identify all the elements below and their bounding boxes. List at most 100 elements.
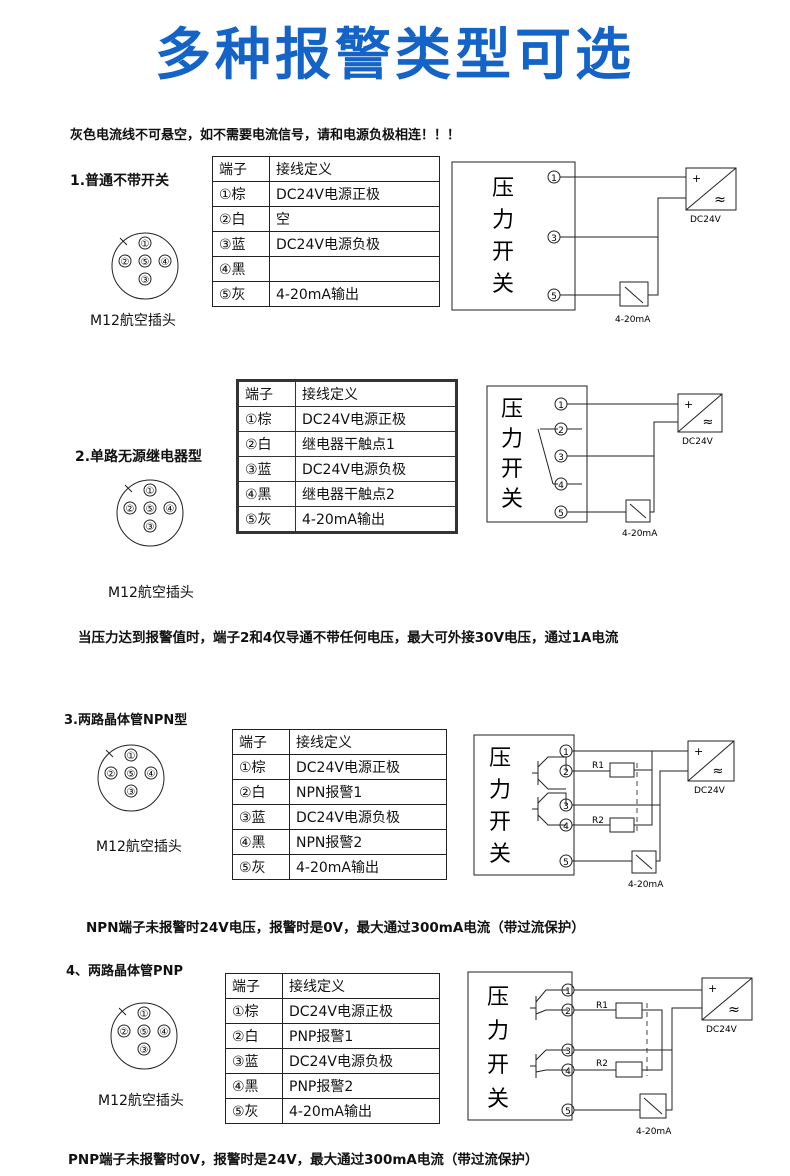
switch-label: 开: [489, 810, 511, 835]
section-2-note: 当压力达到报警值时，端子2和4仅导通不带任何电压，最大可外接30V电压，通过1A…: [78, 630, 619, 646]
section-1-title: 1.普通不带开关: [70, 173, 170, 189]
table-cell: DC24V电源正极: [289, 754, 447, 780]
psu-plus: +: [694, 745, 703, 758]
connector-pin: ③: [127, 787, 136, 798]
table-header-cell: 接线定义: [269, 156, 440, 182]
connector-pin: ②: [126, 504, 135, 515]
terminal-label: 1: [551, 174, 557, 184]
table-cell: NPN报警1: [289, 779, 447, 805]
connector-pin: ①: [146, 486, 155, 497]
table-cell: [269, 256, 440, 282]
switch-label: 压: [492, 176, 514, 201]
terminal-label: 2: [558, 426, 564, 436]
resistor-label: R2: [596, 1059, 608, 1069]
table-cell: 继电器干触点1: [295, 431, 457, 457]
terminal-label: 5: [565, 1107, 571, 1117]
psu-ac-symbol: ≈: [713, 764, 724, 779]
meter-label: 4-20mA: [622, 529, 658, 539]
switch-label: 关: [492, 272, 514, 297]
terminal-label: 3: [565, 1047, 571, 1057]
table-cell: ③蓝: [237, 456, 296, 482]
terminal-label: 2: [565, 1007, 571, 1017]
meter-label: 4-20mA: [615, 315, 651, 325]
page-title: 多种报警类型可选: [155, 23, 635, 88]
switch-label: 力: [487, 1019, 509, 1044]
table-cell: 4-20mA输出: [289, 854, 447, 880]
table-cell: DC24V电源正极: [269, 181, 440, 207]
connector-icon: ① ② ⑤ ④ ③: [116, 479, 184, 547]
connector-icon: ① ② ⑤ ④ ③: [110, 1002, 178, 1070]
connector-pin: ②: [121, 257, 130, 268]
table-cell: ②白: [225, 1023, 283, 1049]
table-cell: ⑤灰: [212, 281, 270, 307]
psu-ac-symbol: ≈: [714, 192, 726, 208]
table-row: ②白空: [212, 206, 440, 232]
table-cell: NPN报警2: [289, 829, 447, 855]
table-cell: ④黑: [212, 256, 270, 282]
connector-pin: ②: [107, 769, 116, 780]
terminal-label: 4: [558, 481, 564, 491]
psu-ac-symbol: ≈: [703, 415, 714, 430]
connector-pin: ⑤: [141, 257, 150, 268]
connector-pin: ⑤: [140, 1027, 149, 1038]
terminal-label: 5: [563, 858, 569, 868]
table-header-cell: 端子: [237, 380, 296, 407]
table-cell: 空: [269, 206, 440, 232]
terminal-label: 1: [563, 748, 569, 758]
meter-label: 4-20mA: [636, 1127, 672, 1137]
terminal-label: 5: [551, 292, 557, 302]
connector-pin: ①: [141, 239, 150, 250]
switch-label: 开: [487, 1053, 509, 1078]
terminal-label: 2: [563, 768, 569, 778]
connector-pin: ②: [120, 1027, 129, 1038]
table-cell: ③蓝: [225, 1048, 283, 1074]
warning-note: 灰色电流线不可悬空，如不需要电流信号，请和电源负极相连！！！: [70, 128, 461, 143]
wiring-diagram-2: 压 力 开 关 1 2 3 4 5 + ≈ DC24V 4-20mA: [486, 385, 723, 539]
psu-ac-symbol: ≈: [728, 1002, 740, 1018]
switch-label: 开: [492, 240, 514, 265]
table-cell: ②白: [212, 206, 270, 232]
connector-icon: ① ② ⑤ ④ ③: [97, 744, 165, 812]
terminal-label: 4: [563, 822, 569, 832]
switch-label: 力: [501, 427, 523, 452]
psu-label: DC24V: [694, 786, 726, 796]
psu-plus: +: [684, 398, 693, 411]
table-row: 端子接线定义: [212, 156, 440, 182]
table-cell: ⑤灰: [232, 854, 290, 880]
connector-pin: ③: [141, 275, 150, 286]
wiring-diagram-1: 压 力 开 关 1 3 5 + ≈ DC24V 4-20mA: [451, 161, 737, 325]
table-row: ②白继电器干触点1: [237, 431, 457, 457]
switch-label: 关: [487, 1087, 509, 1112]
psu-label: DC24V: [690, 215, 722, 225]
table-row: ④黑继电器干触点2: [237, 481, 457, 507]
resistor-label: R1: [596, 1001, 608, 1011]
table-cell: DC24V电源负极: [269, 231, 440, 257]
psu-plus: +: [692, 172, 701, 185]
wiring-diagram-3: 压 力 开 关 1 2 3 4 5 R1 R2 + ≈ DC24V 4-20mA: [473, 734, 735, 890]
resistor-label: R1: [592, 761, 604, 771]
table-cell: ①棕: [237, 406, 296, 432]
table-cell: ③蓝: [232, 804, 290, 830]
connector-icon: ① ② ⑤ ④ ③: [111, 232, 179, 300]
section-3-note: NPN端子未报警时24V电压，报警时是0V，最大通过300mA电流（带过流保护）: [86, 920, 585, 936]
section-2-title: 2.单路无源继电器型: [75, 449, 203, 465]
connector-caption: M12航空插头: [90, 313, 176, 329]
terminal-label: 1: [565, 987, 571, 997]
meter-label: 4-20mA: [628, 880, 664, 890]
section-4-title: 4、两路晶体管PNP: [66, 964, 183, 979]
terminal-label: 4: [565, 1067, 571, 1077]
connector-caption: M12航空插头: [108, 585, 194, 601]
connector-pin: ④: [160, 1027, 169, 1038]
connector-caption: M12航空插头: [96, 839, 182, 855]
psu-plus: +: [708, 982, 717, 995]
